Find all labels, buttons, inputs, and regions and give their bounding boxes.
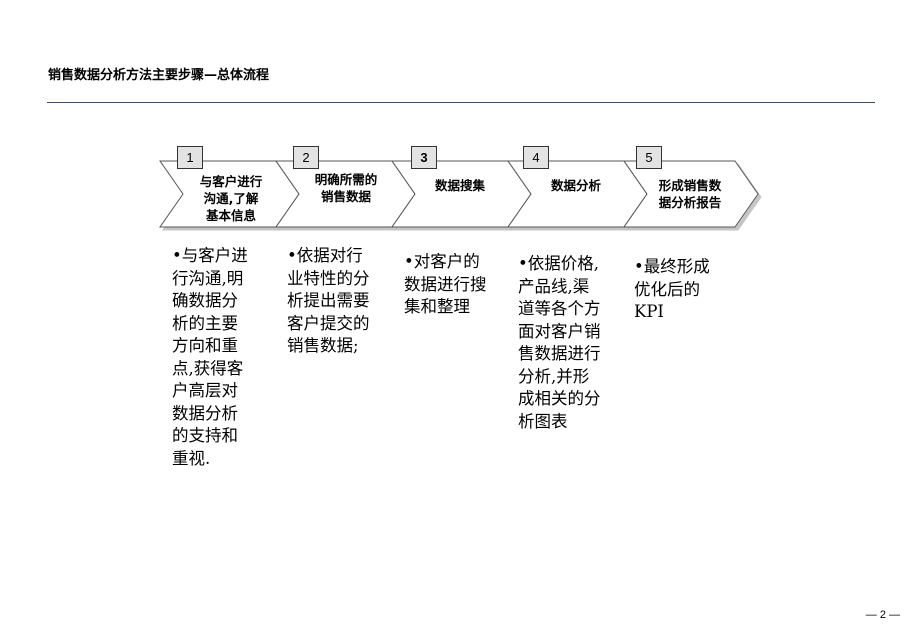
step-label-4: 数据分析 bbox=[550, 178, 601, 193]
title-divider bbox=[47, 102, 875, 103]
step-label-2: 明确所需的 销售数据 bbox=[314, 172, 378, 204]
step-number-4: 4 bbox=[523, 146, 549, 169]
step-description-5: •最终形成 优化后的 KPI bbox=[634, 257, 710, 321]
step-number-5: 5 bbox=[636, 146, 662, 169]
chevron-step-5 bbox=[623, 160, 759, 228]
step-description-4: •依据价格, 产品线,渠 道等各个方 面对客户销 售数据进行 分析,并形 成相关… bbox=[518, 254, 601, 431]
step-number-3: 3 bbox=[411, 146, 437, 169]
step-description-2: •依据对行 业特性的分 析提出需要 客户提交的 销售数据; bbox=[287, 246, 370, 355]
step-label-3: 数据搜集 bbox=[434, 178, 485, 193]
step-number-2: 2 bbox=[293, 146, 319, 169]
page-number: — 2 — bbox=[865, 609, 900, 621]
step-label-1: 与客户进行 沟通,了解 基本信息 bbox=[199, 174, 263, 223]
step-description-3: •对客户的 数据进行搜 集和整理 bbox=[404, 252, 487, 316]
step-description-1: •与客户进 行沟通,明 确数据分 析的主要 方向和重 点,获得客 户高层对 数据… bbox=[172, 246, 248, 468]
process-flow bbox=[159, 160, 759, 228]
page-title: 销售数据分析方法主要步骤—总体流程 bbox=[48, 68, 270, 83]
step-number-1: 1 bbox=[177, 146, 203, 169]
step-label-5: 形成销售数 据分析报告 bbox=[658, 178, 722, 210]
